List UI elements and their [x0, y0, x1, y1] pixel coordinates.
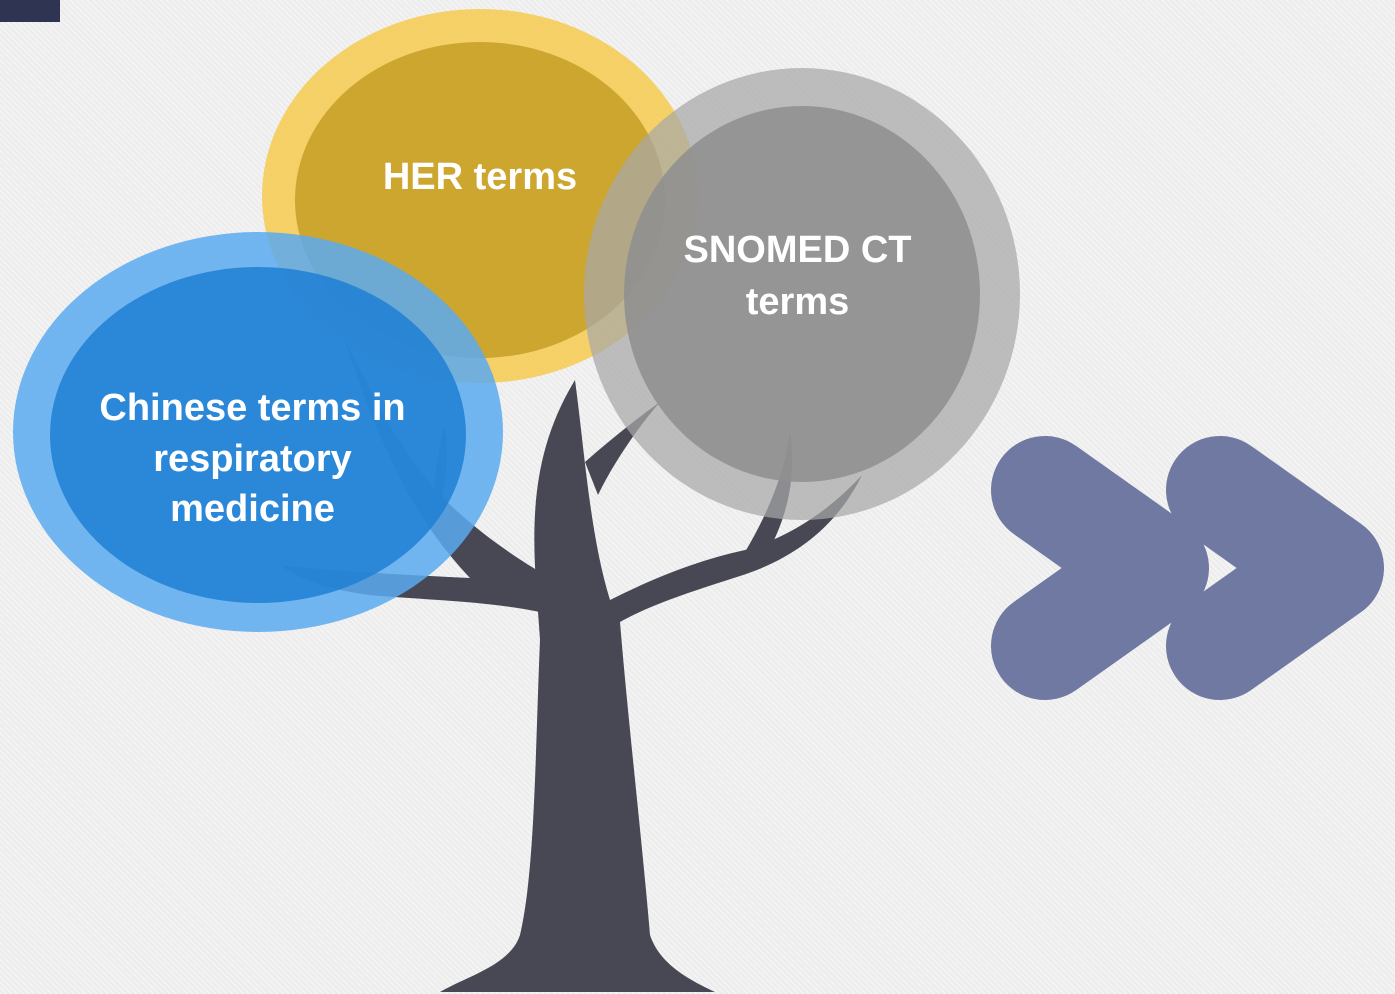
snomed-ct-terms-label: SNOMED CT terms — [683, 229, 912, 324]
chinese-circle — [13, 232, 503, 632]
snomed-circle — [584, 68, 1020, 520]
corner-block — [0, 0, 60, 22]
chinese-terms-label: Chinese terms in respiratory medicine — [99, 387, 406, 531]
double-chevron-right-icon — [991, 436, 1384, 700]
her-terms-label: HER terms — [382, 156, 578, 198]
